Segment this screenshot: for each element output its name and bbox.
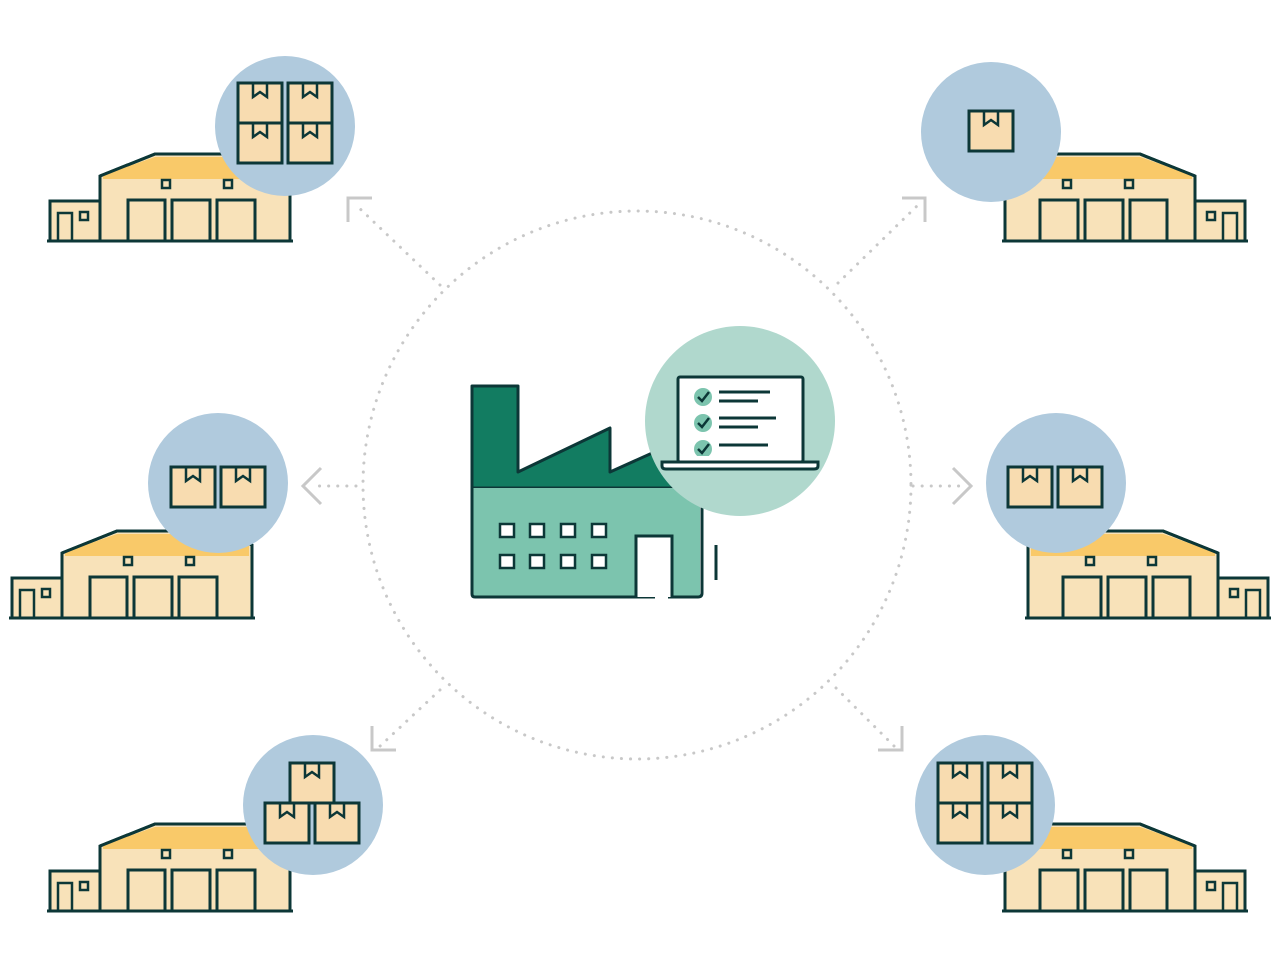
connector-top-left <box>346 196 442 287</box>
connector-bottom-left <box>370 688 442 752</box>
laptop-checklist-badge <box>645 326 835 516</box>
warehouse-node-bottom-right <box>915 735 1250 913</box>
warehouse-node-middle-right <box>986 413 1273 620</box>
connector-middle-right <box>911 466 974 506</box>
arrowhead-bottom-right <box>878 726 904 752</box>
inventory-badge <box>915 735 1055 875</box>
checklist-item <box>694 388 770 406</box>
inventory-badge <box>148 413 288 553</box>
factory-icon <box>470 384 718 599</box>
warehouse-node-top-left <box>45 56 355 243</box>
laptop-checklist-icon <box>660 375 820 471</box>
arrowhead-bottom-left <box>370 726 396 752</box>
box-icon <box>967 109 1015 153</box>
inventory-badge <box>215 56 355 196</box>
arrowhead-top-right <box>902 196 927 222</box>
arrowhead-middle-left <box>300 466 323 506</box>
checklist-item <box>694 414 776 432</box>
checklist-item <box>694 440 768 456</box>
arrowhead-top-left <box>346 196 372 222</box>
factory-door <box>634 534 674 597</box>
warehouse-node-top-right <box>921 62 1250 243</box>
warehouse-node-bottom-left <box>45 735 383 913</box>
warehouse-node-middle-left <box>7 413 288 620</box>
arrowhead-middle-right <box>951 466 974 506</box>
connectors <box>300 196 974 752</box>
inventory-badge <box>986 413 1126 553</box>
connector-middle-left <box>300 466 358 506</box>
network-ring <box>361 209 913 761</box>
connector-bottom-right <box>834 686 904 752</box>
connector-top-right <box>836 196 927 285</box>
factory-windows <box>498 522 608 570</box>
